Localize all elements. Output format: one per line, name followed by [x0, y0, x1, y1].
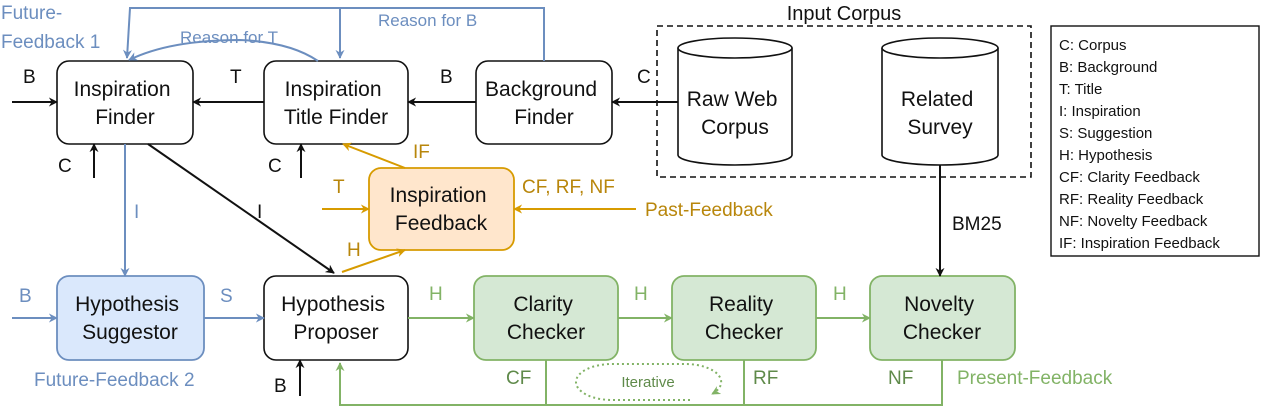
label-h-to-clarity: H: [429, 284, 443, 305]
svg-text:Hypothesis Suggestor: Hypothesis Suggestor: [75, 293, 185, 344]
svg-text:Inspiration Finder: Inspiration Finder: [74, 78, 177, 129]
legend-box: C: Corpus B: Background T: Title I: Insp…: [1050, 25, 1260, 257]
legend-item-inspiration-feedback: IF: Inspiration Feedback: [1059, 235, 1220, 252]
arrow-future-feedback-1: [122, 7, 340, 59]
label-b-left: B: [23, 67, 36, 88]
legend-item-reality-feedback: RF: Reality Feedback: [1059, 191, 1204, 208]
svg-text:Future- Feedback 1: Future- Feedback 1: [1, 3, 100, 53]
legend-item-suggestion: S: Suggestion: [1059, 125, 1152, 142]
label-bm25: BM25: [952, 214, 1002, 235]
label-cf-rf-nf: CF, RF, NF: [522, 177, 615, 198]
raw-web-corpus-cylinder: Raw Web Corpus: [677, 37, 793, 166]
label-future-feedback-1-line2: Feedback 1: [1, 32, 100, 53]
arrow-reason-for-t: [128, 38, 319, 62]
svg-text:Background Finder: Background Finder: [485, 78, 603, 129]
svg-text:Raw Web Corpus: Raw Web Corpus: [687, 88, 784, 139]
label-h-orange: H: [347, 240, 361, 261]
arrow-reason-for-b-loop: [335, 7, 545, 61]
label-future-feedback-1-line1: Future-: [1, 3, 62, 24]
hypothesis-suggestor-box: Hypothesis Suggestor: [56, 275, 205, 361]
label-nf: NF: [888, 368, 913, 389]
legend-item-hypothesis: H: Hypothesis: [1059, 147, 1152, 164]
label-b-middle: B: [440, 67, 453, 88]
label-s: S: [220, 286, 233, 307]
label-reason-for-t: Reason for T: [180, 28, 278, 47]
legend-item-corpus: C: Corpus: [1059, 37, 1127, 54]
legend-item-clarity-feedback: CF: Clarity Feedback: [1059, 169, 1200, 186]
svg-text:Related Survey: Related Survey: [901, 88, 979, 139]
label-cf: CF: [506, 368, 531, 389]
label-present-feedback: Present-Feedback: [957, 368, 1113, 389]
label-h-to-reality: H: [634, 284, 648, 305]
svg-text:Inspiration Feedback: Inspiration Feedback: [390, 184, 493, 235]
label-i-black: I: [257, 202, 262, 223]
related-survey-line2: Survey: [907, 116, 973, 139]
label-c-title-finder: C: [268, 156, 282, 177]
label-if: IF: [413, 142, 430, 163]
label-iterative: Iterative: [621, 374, 674, 391]
label-t-orange: T: [333, 177, 345, 198]
hypothesis-proposer-box: Hypothesis Proposer: [263, 275, 409, 361]
legend-item-title: T: Title: [1059, 81, 1102, 98]
legend-item-novelty-feedback: NF: Novelty Feedback: [1059, 213, 1208, 230]
background-finder-box: Background Finder: [475, 60, 613, 145]
svg-text:Hypothesis Proposer: Hypothesis Proposer: [281, 293, 391, 344]
label-i-blue: I: [134, 202, 139, 223]
inspiration-feedback-box: Inspiration Feedback: [368, 167, 515, 251]
arrow-if-to-title-finder: [342, 142, 406, 169]
label-reason-for-b: Reason for B: [378, 11, 477, 30]
label-b-proposer: B: [274, 376, 287, 397]
iterative-loop: [575, 363, 723, 401]
label-b-suggestor: B: [19, 286, 32, 307]
label-c-inspiration-finder: C: [58, 156, 72, 177]
inspiration-title-finder-box: Inspiration Title Finder: [263, 60, 409, 145]
inspiration-finder-box: Inspiration Finder: [56, 60, 194, 145]
raw-web-corpus-line1: Raw Web: [687, 88, 778, 111]
novelty-checker-box: Novelty Checker: [869, 275, 1016, 361]
svg-text:Inspiration Title Finder: Inspiration Title Finder: [284, 78, 388, 129]
label-h-to-novelty: H: [833, 284, 847, 305]
svg-text:Clarity Checker: Clarity Checker: [507, 293, 585, 344]
svg-text:Novelty Checker: Novelty Checker: [903, 293, 981, 344]
legend-item-background: B: Background: [1059, 59, 1157, 76]
label-future-feedback-2: Future-Feedback 2: [34, 370, 195, 391]
label-t: T: [230, 67, 242, 88]
arrow-h-to-feedback: [341, 248, 406, 273]
label-c-right: C: [637, 67, 651, 88]
arrow-i-to-proposer: [147, 143, 335, 274]
reality-checker-box: Reality Checker: [671, 275, 817, 361]
svg-text:Reality Checker: Reality Checker: [705, 293, 783, 344]
arrow-present-feedback-loop: [335, 360, 943, 406]
clarity-checker-box: Clarity Checker: [473, 275, 619, 361]
related-survey-cylinder: Related Survey: [881, 37, 999, 166]
label-past-feedback: Past-Feedback: [645, 200, 773, 221]
related-survey-line1: Related: [901, 88, 973, 111]
legend-item-inspiration: I: Inspiration: [1059, 103, 1141, 120]
svg-text:C: Corpus B: Background: C: Corpus B: Background T: Title I: Insp…: [1059, 37, 1220, 252]
raw-web-corpus-line2: Corpus: [701, 116, 769, 139]
input-corpus-title: Input Corpus: [787, 3, 902, 25]
label-rf: RF: [753, 368, 778, 389]
